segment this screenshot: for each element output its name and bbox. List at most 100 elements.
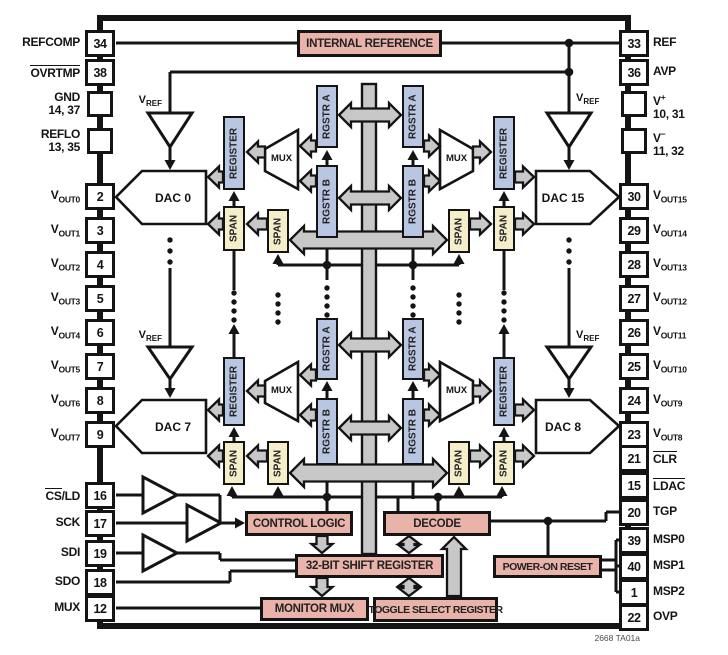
pin-label-clr: CLR (653, 451, 677, 466)
pin-23: 23 (619, 421, 649, 448)
pin-reflo (87, 128, 113, 154)
pin-label-vout7: VOUT7 (50, 426, 81, 443)
pin-label-vminus: V−11, 32 (653, 129, 684, 158)
shift-register-label: 32-BIT SHIFT REGISTER (305, 560, 434, 572)
internal-reference-label: INTERNAL REFERENCE (306, 37, 433, 50)
pin-4: 4 (85, 251, 115, 278)
pin-label-refcomp: REFCOMP (22, 35, 80, 49)
pin-label-vplus: V+10, 31 (653, 92, 685, 121)
pin-gnd (87, 91, 113, 117)
mux-shape-top-right (438, 127, 475, 192)
pin-label-avp: AVP (653, 64, 676, 78)
span-block-inner-bottom-right: SPAN (448, 441, 470, 485)
rgstr-a-block-top-right: RGSTR A (402, 85, 424, 148)
pin-label-sck: SCK (55, 515, 81, 529)
toggle-select-register-label: TOGGLE SELECT REGISTER (368, 603, 503, 616)
span-block-outer-top-right: SPAN (493, 206, 515, 251)
pin-19: 19 (85, 540, 115, 567)
mux-label-top-left: MUX (270, 153, 293, 164)
pin-label-tgp: TGP (653, 504, 677, 518)
pin-label-msp0: MSP0 (653, 532, 685, 546)
rgstr-b-block-bottom-left: RGSTR B (316, 398, 338, 465)
dac7-shape (114, 398, 208, 455)
pin-label-vout1: VOUT1 (50, 222, 81, 239)
chip-outline (97, 15, 631, 629)
pin-30: 30 (619, 183, 649, 210)
pin-24: 24 (619, 387, 649, 414)
pin-label-msp1: MSP1 (653, 558, 685, 572)
pin-label-vout13: VOUT13 (653, 256, 687, 273)
pin-label-vout11: VOUT11 (653, 324, 687, 341)
pin-vminus (621, 128, 647, 154)
vref-label-bottom-left: VREF (138, 329, 162, 344)
shift-register-block: 32-BIT SHIFT REGISTER (295, 554, 444, 578)
figure-number: 2668 TA01a (594, 633, 640, 643)
pin-label-vout15: VOUT15 (653, 188, 687, 205)
decode-block: DECODE (383, 511, 491, 536)
pin-39: 39 (619, 527, 649, 554)
dac15-shape (534, 169, 621, 226)
pin-label-vout4: VOUT4 (50, 324, 81, 341)
mux-label-bottom-right: MUX (445, 385, 468, 396)
dac15-label: DAC 15 (541, 191, 585, 205)
pin-29: 29 (619, 217, 649, 244)
vref-buffer-0 (145, 111, 195, 150)
pin-25: 25 (619, 353, 649, 380)
pin-5: 5 (85, 285, 115, 312)
span-block-outer-bottom-right: SPAN (493, 441, 515, 485)
rgstr-a-block-bottom-left: RGSTR A (316, 318, 338, 380)
vref-label-bottom-right: VREF (576, 329, 600, 344)
pin-38: 38 (85, 59, 115, 86)
pin-label-ovrtmp: OVRTMP (30, 65, 80, 80)
span-block-inner-bottom-left: SPAN (267, 441, 289, 485)
pin-label-vout3: VOUT3 (50, 290, 81, 307)
input-buffer-2 (141, 532, 181, 574)
span-block-outer-top-left: SPAN (223, 206, 245, 251)
pin-label-vout5: VOUT5 (50, 358, 81, 375)
pin-36: 36 (619, 59, 649, 86)
pin-label-mux: MUX (54, 600, 80, 614)
pin-40: 40 (619, 553, 649, 580)
pin-17: 17 (85, 510, 115, 537)
pin-7: 7 (85, 353, 115, 380)
dac7-label: DAC 7 (154, 420, 191, 434)
pin-9: 9 (85, 421, 115, 448)
dac0-shape (114, 169, 208, 226)
vref-buffer-2 (145, 345, 195, 382)
pin-vplus (621, 91, 647, 117)
pin-26: 26 (619, 319, 649, 346)
dac8-shape (534, 398, 621, 455)
vref-label-top-right: VREF (576, 92, 600, 107)
rgstr-a-block-top-left: RGSTR A (316, 85, 338, 148)
dac8-label: DAC 8 (544, 420, 581, 434)
pin-20: 20 (619, 499, 649, 526)
register-block-bottom-left: REGISTER (223, 357, 245, 426)
pin-2: 2 (85, 183, 115, 210)
pin-label-ref: REF (653, 35, 677, 49)
pin-label-vout10: VOUT10 (653, 358, 687, 375)
control-logic-label: CONTROL LOGIC (252, 517, 346, 530)
rgstr-b-block-bottom-right: RGSTR B (402, 398, 424, 465)
pin-label-ovp: OVP (653, 609, 678, 623)
monitor-mux-label: MONITOR MUX (274, 603, 355, 615)
rgstr-a-block-bottom-right: RGSTR A (402, 318, 424, 380)
pin-15: 15 (619, 472, 649, 499)
pin-1: 1 (619, 579, 649, 606)
register-block-bottom-right: REGISTER (493, 357, 515, 426)
mux-label-top-right: MUX (445, 153, 468, 164)
pin-label-sdo: SDO (54, 574, 80, 588)
pin-label-msp2: MSP2 (653, 584, 685, 598)
power-on-reset-label: POWER-ON RESET (502, 560, 593, 573)
rgstr-b-block-top-right: RGSTR B (402, 165, 424, 238)
pin-28: 28 (619, 251, 649, 278)
pin-label-vout12: VOUT12 (653, 290, 687, 307)
pin-label-vout2: VOUT2 (50, 256, 81, 273)
pin-label-vout8: VOUT8 (653, 426, 683, 443)
control-logic-block: CONTROL LOGIC (245, 511, 353, 536)
internal-reference-block: INTERNAL REFERENCE (297, 30, 442, 57)
span-block-inner-top-right: SPAN (448, 209, 470, 253)
